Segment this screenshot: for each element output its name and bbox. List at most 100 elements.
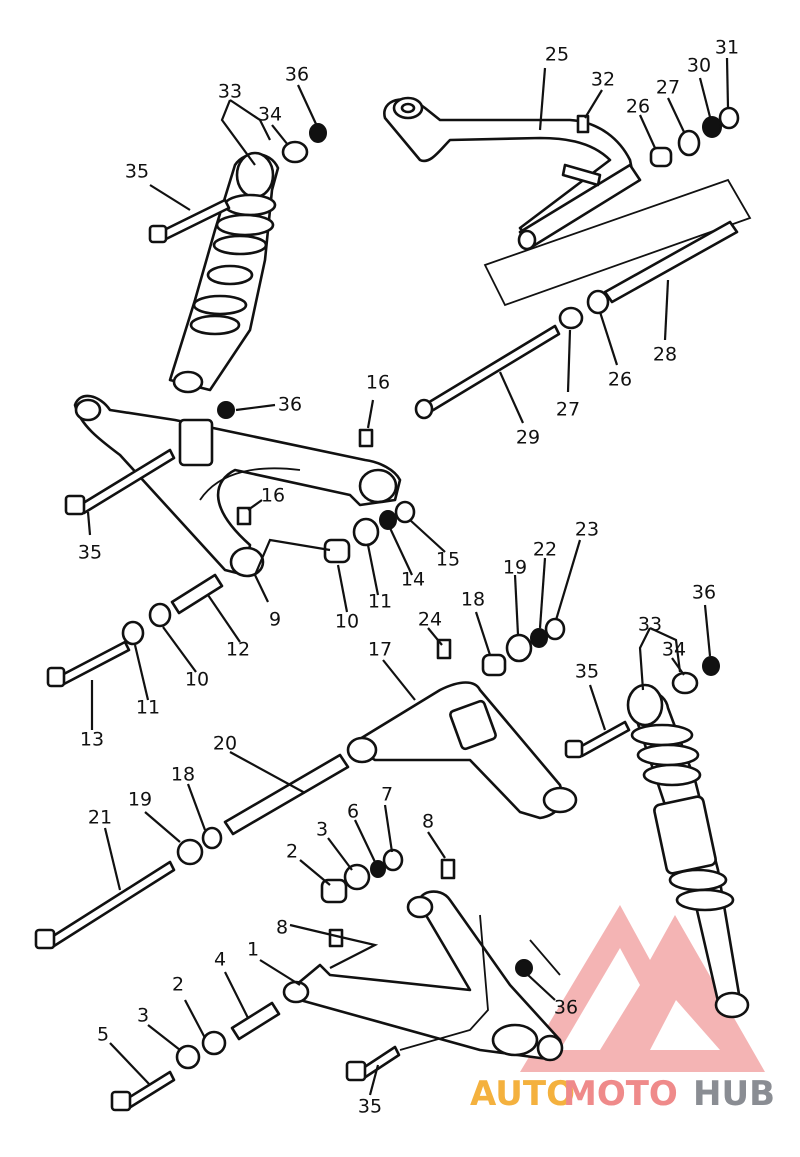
lower-arm-1-assembly xyxy=(110,848,564,1112)
bushing-10-left xyxy=(148,602,172,628)
shaft-outline-box xyxy=(483,178,752,307)
callout-c19a: 19 xyxy=(503,557,527,579)
callout-c34b: 34 xyxy=(662,639,686,661)
shaft-4 xyxy=(230,1001,281,1041)
shaft-20 xyxy=(223,753,350,836)
seal-22 xyxy=(530,628,548,648)
nut-36-mid xyxy=(217,401,235,419)
callout-c19b: 19 xyxy=(128,789,152,811)
callout-c27a: 27 xyxy=(656,77,680,99)
shock-absorber-left xyxy=(148,123,327,394)
lower-arm-9-assembly xyxy=(46,394,416,688)
watermark-auto: AUTO xyxy=(470,1074,575,1114)
callout-c24: 24 xyxy=(418,609,442,631)
ball-joint-1 xyxy=(536,1034,564,1062)
callout-c36a: 36 xyxy=(285,64,309,86)
callout-c35c: 35 xyxy=(575,661,599,683)
watermark-hub: HUB xyxy=(693,1074,775,1114)
upper-arm-17 xyxy=(348,681,564,820)
callout-c2a: 2 xyxy=(286,841,298,863)
washer-11-right xyxy=(352,517,380,547)
bolt-13 xyxy=(58,640,131,686)
upper-arm-25 xyxy=(383,98,634,242)
callout-c36d: 36 xyxy=(554,997,578,1019)
callout-c14: 14 xyxy=(401,569,425,591)
callout-c10a: 10 xyxy=(335,611,359,633)
nut-36-bottom xyxy=(515,959,533,977)
callout-c33a: 33 xyxy=(218,81,242,103)
bushing-26-lower xyxy=(586,289,610,315)
shaft-28 xyxy=(603,220,739,304)
washer-3-right xyxy=(343,863,371,891)
grease-nipple-16a xyxy=(358,428,374,448)
bushing-18-left xyxy=(201,826,223,850)
callout-c34a: 34 xyxy=(258,104,282,126)
bolt-29 xyxy=(424,324,561,414)
callout-c21: 21 xyxy=(88,807,112,829)
callout-c36b: 36 xyxy=(278,394,302,416)
callout-c11a: 11 xyxy=(368,591,392,613)
lower-arm-9 xyxy=(73,394,402,577)
nut-36-right xyxy=(702,656,720,676)
callout-c13: 13 xyxy=(80,729,104,751)
nut-23 xyxy=(544,617,566,641)
nut-36-top xyxy=(309,123,327,143)
callout-c17: 17 xyxy=(368,639,392,661)
grease-nipple-8b xyxy=(440,858,456,880)
collar-34-top xyxy=(281,140,309,164)
shock-mount-bracket xyxy=(178,418,214,467)
bushing-2-right xyxy=(320,878,348,904)
washer-27-lower xyxy=(558,306,584,330)
callout-c1: 1 xyxy=(247,939,259,961)
callout-c7: 7 xyxy=(381,784,393,806)
washer-19-right xyxy=(505,633,533,663)
callout-c10b: 10 xyxy=(185,669,209,691)
seal-6 xyxy=(370,860,386,878)
shaft-12 xyxy=(170,573,224,615)
callout-c3b: 3 xyxy=(137,1005,149,1027)
seal-30 xyxy=(702,116,722,138)
callout-c36c: 36 xyxy=(692,582,716,604)
callout-c2b: 2 xyxy=(172,974,184,996)
callout-c28: 28 xyxy=(653,344,677,366)
callout-c33b: 33 xyxy=(638,614,662,636)
watermark-text: AUTO MOTO HUB xyxy=(470,1074,775,1114)
washer-19-left xyxy=(176,838,204,866)
leader-lines xyxy=(86,57,730,1096)
callout-c9: 9 xyxy=(269,609,281,631)
nut-15 xyxy=(394,500,416,524)
callout-c30: 30 xyxy=(687,55,711,77)
upper-arm-17-assembly xyxy=(34,617,578,950)
washer-3-left xyxy=(175,1044,201,1070)
bushing-26-top xyxy=(649,146,673,168)
washer-11-left xyxy=(121,620,145,646)
watermark-logo xyxy=(520,905,765,1072)
bushing-10-right xyxy=(323,538,351,564)
callout-c8b: 8 xyxy=(276,917,288,939)
bolt-5 xyxy=(123,1070,176,1110)
callout-c32: 32 xyxy=(591,69,615,91)
callout-c22: 22 xyxy=(533,539,557,561)
callout-c35d: 35 xyxy=(358,1096,382,1118)
shock-absorber-right xyxy=(564,656,750,1019)
bushing-18-right xyxy=(481,653,507,677)
nut-31 xyxy=(718,106,740,130)
washer-27-top xyxy=(677,129,701,157)
callout-c27b: 27 xyxy=(556,399,580,421)
callout-c5: 5 xyxy=(97,1024,109,1046)
callout-c18a: 18 xyxy=(461,589,485,611)
callout-c29: 29 xyxy=(516,427,540,449)
grease-nipple-16b xyxy=(236,506,252,526)
bushing-2-left xyxy=(201,1030,227,1056)
grease-nipple-32 xyxy=(576,114,590,134)
callout-c15: 15 xyxy=(436,549,460,571)
callout-c12: 12 xyxy=(226,639,250,661)
callout-c18b: 18 xyxy=(171,764,195,786)
ball-joint-17 xyxy=(542,786,578,814)
collar-34-right xyxy=(671,671,699,695)
callout-c6: 6 xyxy=(347,801,359,823)
watermark-moto: MOTO xyxy=(563,1074,678,1114)
